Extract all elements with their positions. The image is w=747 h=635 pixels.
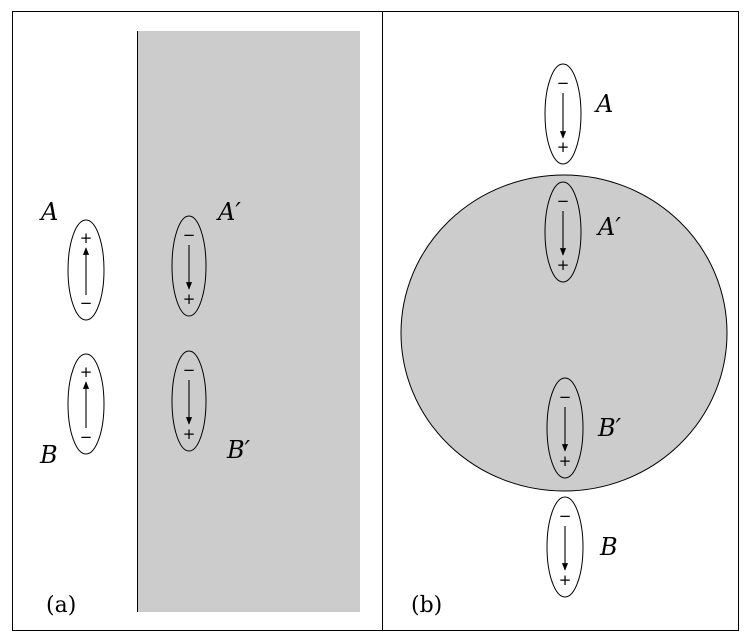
label-a: A bbox=[39, 198, 58, 226]
panel-b-label: (b) bbox=[411, 593, 442, 618]
label-b-prime: B′ bbox=[226, 436, 251, 464]
sphere-dipole-a-prime-minus: − bbox=[557, 192, 570, 210]
sphere-dipole-a-plus: + bbox=[557, 138, 570, 156]
dipole-a-prime-plus: + bbox=[183, 290, 196, 308]
dipole-a-prime-minus: − bbox=[183, 226, 196, 244]
dipole-b-prime-minus: − bbox=[183, 361, 196, 379]
sphere-dipole-b-plus: + bbox=[559, 571, 572, 589]
sphere-dipole-a-prime: − + bbox=[544, 181, 582, 283]
sphere-label-a: A bbox=[594, 90, 613, 118]
sphere-dipole-b-prime-minus: − bbox=[559, 388, 572, 406]
dipole-b: + − bbox=[67, 353, 105, 455]
sphere-dipole-b-prime: − + bbox=[546, 377, 584, 479]
sphere-label-a-prime: A′ bbox=[596, 213, 621, 241]
label-b: B bbox=[39, 441, 58, 469]
dipole-b-plus: + bbox=[80, 363, 93, 381]
label-a-prime: A′ bbox=[216, 198, 241, 226]
sphere-dipole-b-minus: − bbox=[559, 507, 572, 525]
sphere-label-b: B bbox=[599, 533, 618, 561]
panel-b-frame bbox=[382, 11, 739, 631]
sphere-dipole-a-prime-plus: + bbox=[557, 256, 570, 274]
dipole-a-minus: − bbox=[80, 294, 93, 312]
spherical-conductor bbox=[400, 174, 728, 492]
sphere-label-b-prime: B′ bbox=[597, 414, 622, 442]
dipole-a: + − bbox=[67, 219, 105, 321]
sphere-dipole-b-prime-plus: + bbox=[559, 452, 572, 470]
dipole-b-prime-plus: + bbox=[183, 425, 196, 443]
planar-conductor bbox=[137, 31, 360, 612]
dipole-a-prime: − + bbox=[171, 215, 207, 317]
panel-a-label: (a) bbox=[46, 593, 76, 618]
sphere-dipole-a-minus: − bbox=[557, 74, 570, 92]
dipole-b-minus: − bbox=[80, 428, 93, 446]
sphere-dipole-a: − + bbox=[544, 63, 582, 165]
dipole-a-plus: + bbox=[80, 229, 93, 247]
sphere-dipole-b: − + bbox=[546, 496, 584, 598]
dipole-b-prime: − + bbox=[171, 350, 207, 452]
